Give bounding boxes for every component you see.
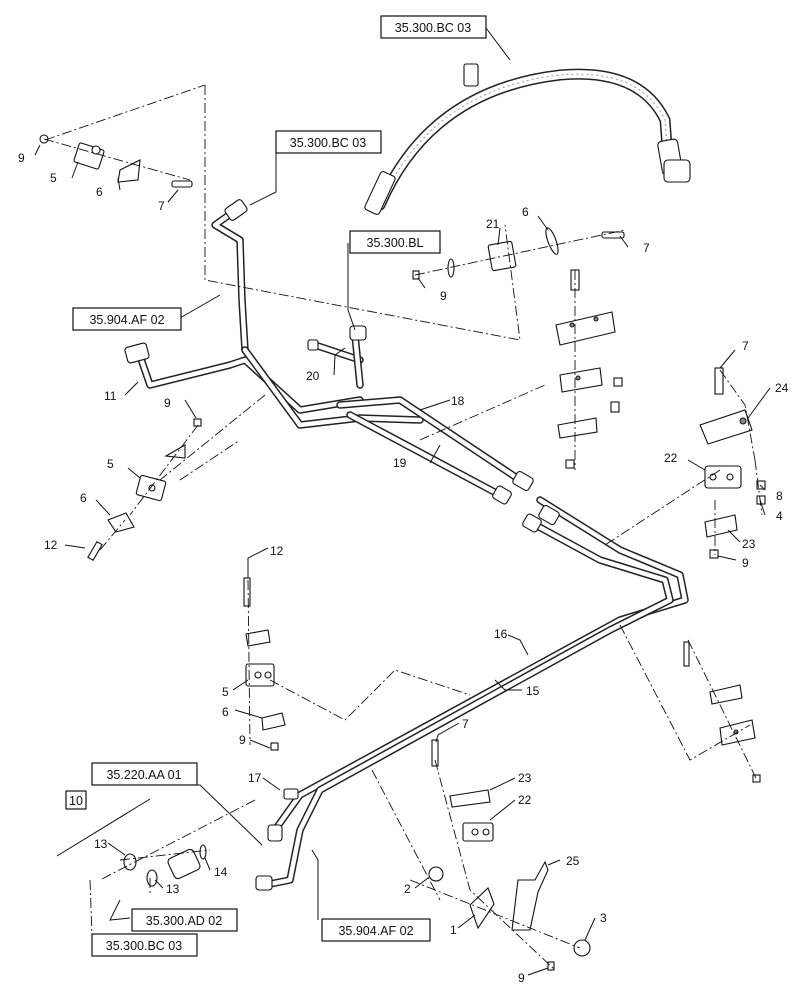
callout-6: 6 — [96, 185, 103, 199]
fitting-kit — [56, 798, 207, 887]
callout-17: 17 — [248, 771, 262, 785]
plate — [469, 887, 495, 930]
callout-13: 13 — [166, 882, 180, 896]
callout-7: 7 — [158, 199, 165, 213]
center-lines — [43, 84, 763, 971]
callout-1: 1 — [450, 923, 457, 937]
svg-text:35.904.AF 02: 35.904.AF 02 — [338, 924, 413, 938]
callout-8: 8 — [776, 489, 783, 503]
reference-box-top-hose[interactable]: 35.300.BC 03 — [380, 15, 487, 39]
callout-15: 15 — [526, 684, 540, 698]
callout-9: 9 — [742, 556, 749, 570]
callout-24: 24 — [775, 381, 789, 395]
callout-25: 25 — [566, 854, 580, 868]
callout-5: 5 — [107, 457, 114, 471]
reference-box-aa[interactable]: 35.220.AA 01 — [91, 762, 198, 786]
callout-9: 9 — [164, 396, 171, 410]
callout-19: 19 — [393, 456, 407, 470]
clamp-plate — [117, 159, 141, 183]
reference-box-bc-bottom[interactable]: 35.300.BC 03 — [91, 933, 198, 957]
hydraulic-hose-assembly — [364, 63, 691, 215]
reference-box-af-lower[interactable]: 35.904.AF 02 — [321, 918, 431, 942]
callout-16: 16 — [494, 627, 508, 641]
callouts: 9 5 6 7 21 6 7 9 11 20 18 19 9 5 6 12 7 … — [18, 151, 789, 985]
callout-7: 7 — [742, 339, 749, 353]
svg-text:35.904.AF 02: 35.904.AF 02 — [89, 313, 164, 327]
clamp-set-upper-left — [39, 134, 193, 188]
callout-22: 22 — [664, 451, 678, 465]
bracket — [511, 860, 549, 931]
reference-box-bl[interactable]: 35.300.BL — [349, 230, 441, 254]
callout-12: 12 — [44, 538, 58, 552]
callout-6: 6 — [522, 205, 529, 219]
callout-9: 9 — [239, 733, 246, 747]
clamp-block — [73, 142, 105, 170]
fitting — [428, 866, 444, 882]
tube-assembly — [124, 199, 689, 891]
reference-box-kit[interactable]: 10 — [65, 790, 87, 810]
callout-5: 5 — [222, 685, 229, 699]
callout-23: 23 — [742, 537, 756, 551]
callout-12: 12 — [270, 544, 284, 558]
callout-2: 2 — [404, 882, 411, 896]
clamp-set-upper-right — [412, 227, 625, 280]
callout-9: 9 — [18, 151, 25, 165]
bracket-stack-vertical — [555, 269, 623, 469]
bracket-stack-lower-right — [683, 641, 761, 783]
clamp-set-mid-left — [87, 418, 202, 562]
callout-9: 9 — [440, 289, 447, 303]
callout-23: 23 — [518, 771, 532, 785]
callout-6: 6 — [80, 491, 87, 505]
callout-20: 20 — [306, 369, 320, 383]
svg-text:35.220.AA 01: 35.220.AA 01 — [106, 768, 181, 782]
callout-11: 11 — [104, 389, 117, 403]
svg-text:35.300.BC 03: 35.300.BC 03 — [106, 939, 182, 953]
reference-box-left-upper[interactable]: 35.300.BC 03 — [275, 130, 382, 154]
svg-text:35.300.BL: 35.300.BL — [367, 236, 424, 250]
callout-7: 7 — [462, 717, 469, 731]
callout-21: 21 — [486, 217, 500, 231]
leader-lines — [34, 27, 771, 976]
nut — [573, 939, 591, 957]
callout-14: 14 — [214, 865, 228, 879]
callout-6: 6 — [222, 705, 229, 719]
svg-text:10: 10 — [69, 794, 83, 808]
svg-text:35.300.BC 03: 35.300.BC 03 — [290, 136, 366, 150]
callout-13: 13 — [94, 837, 108, 851]
svg-text:35.300.BC 03: 35.300.BC 03 — [395, 21, 471, 35]
callout-4: 4 — [776, 509, 783, 523]
callout-5: 5 — [50, 171, 57, 185]
callout-9: 9 — [518, 971, 525, 985]
callout-22: 22 — [518, 793, 532, 807]
reference-box-af-upper[interactable]: 35.904.AF 02 — [72, 307, 182, 331]
clamp-set-lower-left — [243, 577, 286, 751]
clamp-set-bottom-center — [428, 739, 591, 971]
callout-7: 7 — [643, 241, 650, 255]
callout-3: 3 — [600, 911, 607, 925]
svg-text:35.300.AD 02: 35.300.AD 02 — [146, 914, 222, 928]
callout-18: 18 — [451, 394, 465, 408]
clamp-set-right — [699, 367, 766, 559]
reference-box-ad[interactable]: 35.300.AD 02 — [131, 908, 238, 932]
